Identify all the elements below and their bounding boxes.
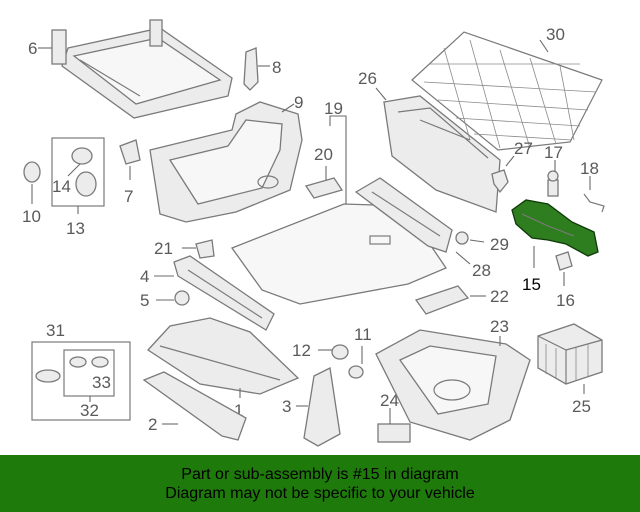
callout-5: 5 — [140, 291, 149, 310]
callout-29: 29 — [490, 235, 509, 254]
part-6-cargo-cover[interactable] — [51, 19, 233, 119]
callout-15: 15 — [522, 275, 541, 294]
callout-33: 33 — [92, 373, 111, 392]
part-10-clip[interactable] — [23, 161, 41, 183]
leader-26 — [375, 87, 387, 101]
part-25-storage-crate[interactable] — [537, 323, 603, 385]
part-21-clip[interactable] — [195, 239, 215, 259]
part-7-hook[interactable] — [119, 139, 141, 165]
part-17-push-pin[interactable] — [547, 170, 559, 197]
callout-8: 8 — [272, 58, 281, 77]
callout-9: 9 — [294, 93, 303, 112]
part-1-load-floor[interactable] — [147, 317, 300, 395]
part-26-rear-panel[interactable] — [383, 95, 501, 213]
banner-line-2: Diagram may not be specific to your vehi… — [165, 484, 475, 502]
part-31-lamp-kit[interactable] — [31, 341, 131, 421]
callout-24: 24 — [380, 391, 399, 410]
part-18-clip[interactable] — [583, 193, 605, 213]
callout-14: 14 — [52, 177, 71, 196]
leader-28 — [455, 251, 471, 265]
leader-19 — [329, 115, 347, 206]
callout-1: 1 — [234, 401, 243, 420]
part-16-spacer[interactable] — [555, 251, 573, 271]
part-12-clip[interactable] — [331, 344, 349, 360]
callout-13: 13 — [66, 219, 85, 238]
leader-30 — [539, 39, 549, 53]
part-29-grommet[interactable] — [455, 231, 469, 245]
callout-10: 10 — [22, 207, 41, 226]
banner-line-1: Part or sub-assembly is #15 in diagram — [181, 465, 459, 483]
callout-22: 22 — [490, 287, 509, 306]
callout-16: 16 — [556, 291, 575, 310]
part-4-sill-panel[interactable] — [173, 255, 275, 331]
part-27-clip[interactable] — [491, 169, 509, 194]
part-23-storage-tub[interactable] — [375, 329, 531, 441]
callout-3: 3 — [282, 397, 291, 416]
callout-21: 21 — [154, 239, 173, 258]
callout-32: 32 — [80, 401, 99, 420]
part-9-side-trim[interactable] — [149, 101, 303, 223]
callout-17: 17 — [544, 143, 563, 162]
callout-25: 25 — [572, 397, 591, 416]
leader-14 — [67, 163, 81, 177]
part-22-bracket[interactable] — [414, 285, 470, 315]
leader-9 — [281, 103, 295, 113]
callout-23: 23 — [490, 317, 509, 336]
part-19-floor-mat[interactable] — [230, 203, 447, 305]
callout-12: 12 — [292, 341, 311, 360]
callout-26: 26 — [358, 69, 377, 88]
part-2-floor-cover[interactable] — [142, 371, 247, 441]
part-24-clip[interactable] — [377, 423, 411, 443]
callout-18: 18 — [580, 159, 599, 178]
part-28-sill-trim[interactable] — [354, 177, 453, 253]
callout-31: 31 — [46, 321, 65, 340]
callout-11: 11 — [354, 325, 372, 344]
callout-2: 2 — [148, 415, 157, 434]
callout-28: 28 — [472, 261, 491, 280]
leader-29 — [469, 239, 485, 243]
part-3-bracket[interactable] — [303, 367, 341, 447]
leader-27 — [505, 155, 515, 167]
callout-19: 19 — [324, 99, 343, 118]
info-banner: Part or sub-assembly is #15 in diagram D… — [0, 455, 640, 512]
exploded-parts-diagram: 6 8 9 19 20 26 — [22, 19, 605, 447]
callout-27: 27 — [514, 139, 533, 158]
callout-7: 7 — [124, 187, 133, 206]
callout-30: 30 — [546, 25, 565, 44]
part-15-bracket-highlighted[interactable] — [511, 199, 599, 257]
callout-6: 6 — [28, 39, 37, 58]
part-30-cargo-net[interactable] — [411, 31, 603, 151]
callout-4: 4 — [140, 267, 149, 286]
part-20-pad[interactable] — [304, 177, 344, 199]
callout-20: 20 — [314, 145, 333, 164]
part-5-fastener[interactable] — [174, 290, 190, 306]
part-8-bracket[interactable] — [243, 47, 259, 91]
part-11-clip[interactable] — [348, 365, 364, 379]
